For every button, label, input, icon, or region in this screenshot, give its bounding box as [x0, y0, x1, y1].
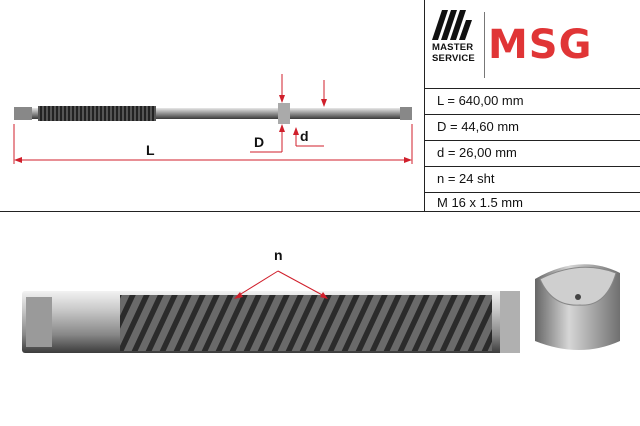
- spec-thread: M 16 x 1.5 mm: [424, 192, 640, 212]
- spec-inner-diameter: d = 26,00 mm: [424, 140, 640, 165]
- rack-collar: [278, 103, 290, 124]
- spec-length: L = 640,00 mm: [424, 88, 640, 113]
- brand-sub-line1: MASTER: [432, 42, 474, 53]
- brand-subtitle: MASTER SERVICE: [432, 42, 475, 64]
- rack-overview-drawing: [13, 74, 413, 164]
- outer-diameter-label: D: [254, 134, 265, 150]
- pressure-cup: [535, 264, 620, 350]
- length-label: L: [146, 142, 155, 158]
- brand-logo: MASTER SERVICE MSG: [428, 4, 640, 86]
- vertical-divider: [424, 0, 425, 212]
- spec-teeth-count: n = 24 sht: [424, 166, 640, 191]
- master-service-icon: [432, 10, 472, 40]
- brand-sub-line2: SERVICE: [432, 53, 475, 64]
- spec-outer-diameter: D = 44,60 mm: [424, 114, 640, 139]
- rack-left-end: [14, 107, 32, 120]
- inner-diameter-label: d: [300, 128, 309, 144]
- brand-name: MSG: [488, 22, 593, 68]
- horizontal-divider: [0, 211, 640, 212]
- rack-closeup-drawing: [22, 264, 620, 353]
- rack-rod: [14, 108, 412, 119]
- logo-divider: [484, 12, 485, 78]
- rack-teeth: [38, 106, 156, 121]
- teeth-count-label: n: [274, 247, 283, 263]
- rack-closeup-teeth: [120, 295, 492, 351]
- rack-shaft-bore: [26, 297, 52, 347]
- rack-right-end: [400, 107, 412, 120]
